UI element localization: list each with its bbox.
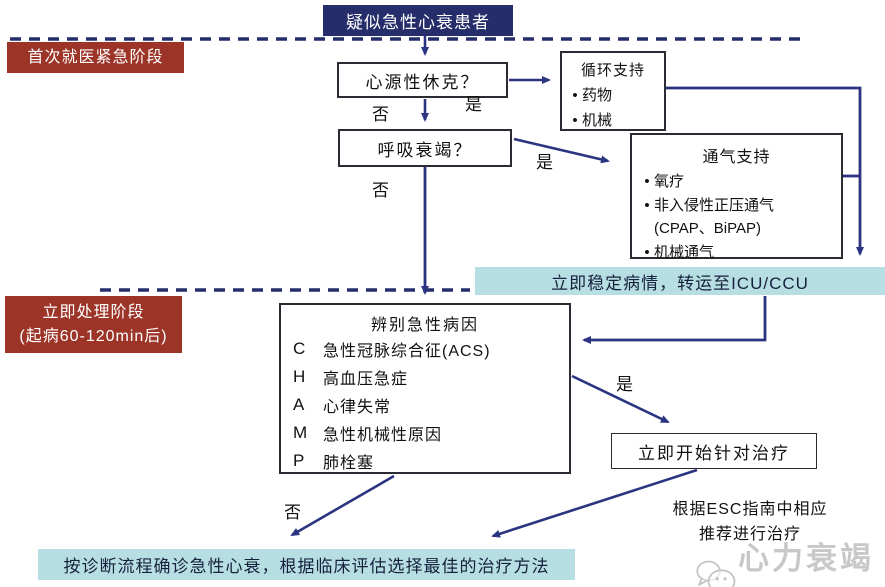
- immediate-treatment-label: 立即开始针对治疗: [638, 443, 790, 463]
- bullet-icon: •: [572, 112, 578, 129]
- esc-guideline-note-line2: 推荐进行治疗: [698, 525, 801, 543]
- arrow-icu-bar-to-champ: [582, 296, 767, 344]
- champ-row-h: H 高血压急症: [281, 363, 569, 391]
- champ-title: 辨别急性病因: [370, 317, 479, 334]
- bullet-icon: •: [572, 87, 578, 104]
- phase1-label-text: 首次就医紧急阶段: [27, 48, 164, 66]
- champ-letter: M: [293, 423, 308, 442]
- ventilation-item-oxygen: • 氧疗: [640, 174, 833, 189]
- immediate-treatment-node: 立即开始针对治疗: [611, 433, 817, 469]
- champ-row-c: C 急性冠脉综合征(ACS): [281, 335, 569, 363]
- ventilation-item-mechanical: • 机械通气: [640, 245, 833, 260]
- start-node-label: 疑似急性心衰患者: [346, 13, 490, 32]
- watermark-text: 心力衰竭网: [737, 541, 874, 587]
- icu-transfer-bar-text: 立即稳定病情，转运至ICU/CCU: [551, 273, 809, 293]
- edge-label-resp-yes: 是: [536, 153, 553, 172]
- shock-question-node: 心源性休克？: [337, 62, 508, 98]
- respiratory-question-label: 呼吸衰竭？: [377, 140, 473, 160]
- diagnosis-treatment-bar-text: 按诊断流程确诊急性心衰，根据临床评估选择最佳的治疗方法: [63, 557, 550, 576]
- champ-causes-node: 辨别急性病因 C 急性冠脉综合征(ACS) H 高血压急症 A 心律失常 M 急…: [279, 303, 571, 474]
- champ-row-p: P 肺栓塞: [281, 447, 569, 475]
- champ-letter: H: [293, 367, 306, 386]
- bullet-icon: •: [644, 173, 650, 190]
- champ-letter: A: [293, 395, 305, 414]
- edge-label-shock-yes: 是: [465, 95, 482, 114]
- bullet-spacer: [640, 221, 654, 236]
- heart-failure-net-logo-icon: [696, 560, 736, 587]
- ventilation-item-cpap-bipap: (CPAP、BiPAP): [640, 221, 833, 236]
- circulatory-support-node: 循环支持 • 药物 • 机械: [560, 51, 666, 131]
- esc-guideline-note-line1: 根据ESC指南中相应: [672, 501, 828, 518]
- circulatory-support-title: 循环支持: [580, 62, 645, 79]
- icu-transfer-bar: 立即稳定病情，转运至ICU/CCU: [475, 267, 885, 295]
- phase2-label-line2: (起病60-120min后): [19, 327, 168, 345]
- edge-label-champ-no: 否: [284, 503, 301, 522]
- esc-guideline-note: 根据ESC指南中相应 推荐进行治疗: [640, 498, 860, 548]
- bullet-icon: •: [644, 197, 650, 214]
- start-node: 疑似急性心衰患者: [323, 5, 513, 36]
- ventilation-item-nippv: • 非入侵性正压通气: [640, 198, 833, 213]
- ventilation-support-title: 通气支持: [702, 149, 771, 166]
- phase2-label-line1: 立即处理阶段: [42, 304, 145, 322]
- bullet-icon: •: [644, 244, 650, 261]
- shock-question-label: 心源性休克？: [365, 72, 480, 92]
- edge-label-champ-yes: 是: [616, 375, 633, 394]
- respiratory-question-node: 呼吸衰竭？: [338, 129, 512, 167]
- champ-letter: P: [293, 451, 305, 470]
- diagnosis-treatment-bar: 按诊断流程确诊急性心衰，根据临床评估选择最佳的治疗方法: [38, 549, 575, 580]
- champ-row-m: M 急性机械性原因: [281, 419, 569, 447]
- champ-letter: C: [293, 339, 306, 358]
- edge-label-shock-no: 否: [372, 105, 389, 124]
- phase2-label: 立即处理阶段 (起病60-120min后): [5, 296, 182, 353]
- edge-label-resp-no: 否: [372, 181, 389, 200]
- arrow-resp-yes-to-ventilation: [513, 137, 610, 164]
- watermark: 心力衰竭网: [693, 533, 885, 587]
- circulatory-item-mechanical: • 机械: [568, 113, 658, 128]
- phase1-label: 首次就医紧急阶段: [7, 42, 184, 73]
- champ-row-a: A 心律失常: [281, 391, 569, 419]
- circulatory-item-drugs: • 药物: [568, 88, 658, 103]
- ventilation-support-node: 通气支持 • 氧疗 • 非入侵性正压通气 (CPAP、BiPAP) • 机械通气: [630, 133, 843, 260]
- arrow-champ-no-to-bottom-bar: [290, 474, 395, 537]
